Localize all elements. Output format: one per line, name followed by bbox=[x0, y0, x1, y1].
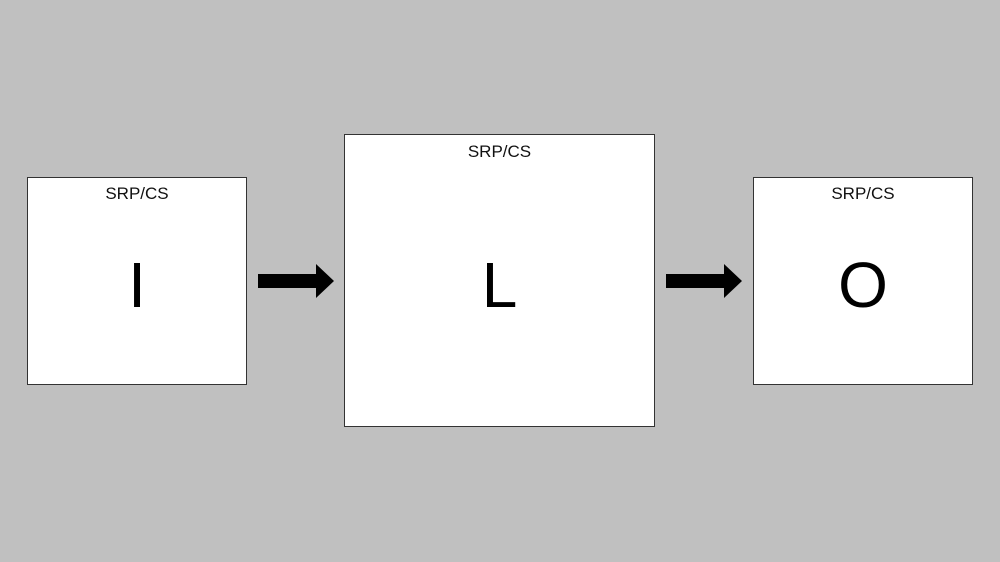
input-box-caption: SRP/CS bbox=[105, 184, 169, 203]
logic-box: SRP/CS L bbox=[344, 134, 655, 427]
arrow-right-icon bbox=[258, 264, 334, 298]
input-box-letter: I bbox=[128, 249, 146, 321]
arrow-right-icon bbox=[666, 264, 742, 298]
output-box: SRP/CS O bbox=[753, 177, 973, 385]
input-box: SRP/CS I bbox=[27, 177, 247, 385]
output-box-caption: SRP/CS bbox=[831, 184, 895, 203]
output-box-letter: O bbox=[838, 249, 888, 321]
logic-box-caption: SRP/CS bbox=[467, 142, 532, 161]
logic-box-letter: L bbox=[481, 249, 518, 321]
